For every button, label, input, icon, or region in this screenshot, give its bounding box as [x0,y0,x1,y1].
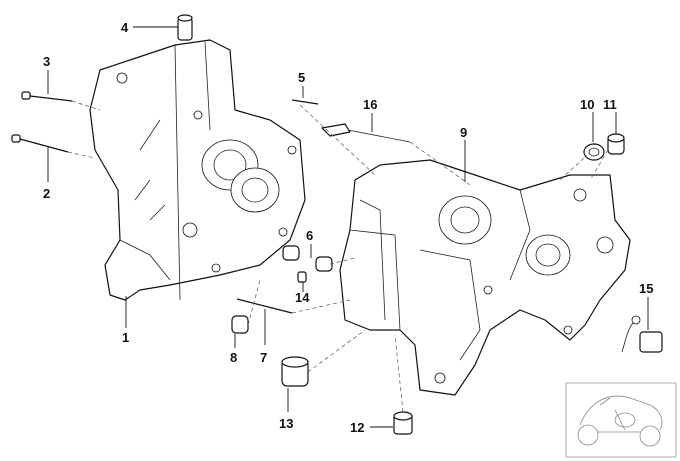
callout-6: 6 [306,228,313,243]
small-pin-part [297,271,307,283]
leader-lines [47,26,649,428]
bolt-long-part [21,91,73,102]
callout-15: 15 [639,281,653,296]
callout-labels: 1 2 3 4 5 6 7 8 9 10 11 12 13 14 15 16 [43,20,653,435]
sleeve-pair-part [282,245,333,272]
bolt-part [11,134,69,153]
vehicle-thumbnail [565,382,677,458]
bushing-part [231,315,249,334]
seal-ring-part [583,143,605,161]
callout-2: 2 [43,186,50,201]
seal-cap-part [607,133,625,155]
callout-4: 4 [121,20,129,35]
callout-3: 3 [43,54,50,69]
rod-part [236,298,293,314]
callout-8: 8 [230,350,237,365]
breather-plug-part [177,14,193,41]
callout-10: 10 [580,97,594,112]
callout-12: 12 [350,420,364,435]
callout-14: 14 [295,290,310,305]
assembly-lines [67,100,609,413]
dowel-pin-part [291,99,319,105]
gasket-strip-part [321,123,411,143]
housing-right-half [339,159,631,396]
callout-9: 9 [460,125,467,140]
callout-5: 5 [298,70,305,85]
callout-11: 11 [603,97,617,112]
sensor-part [621,315,663,353]
callout-13: 13 [279,416,293,431]
housing-left-half [89,39,306,301]
callout-7: 7 [260,350,267,365]
drain-plug-part [393,411,413,435]
callout-1: 1 [122,330,129,345]
large-sleeve-part [281,356,309,387]
callout-16: 16 [363,97,377,112]
